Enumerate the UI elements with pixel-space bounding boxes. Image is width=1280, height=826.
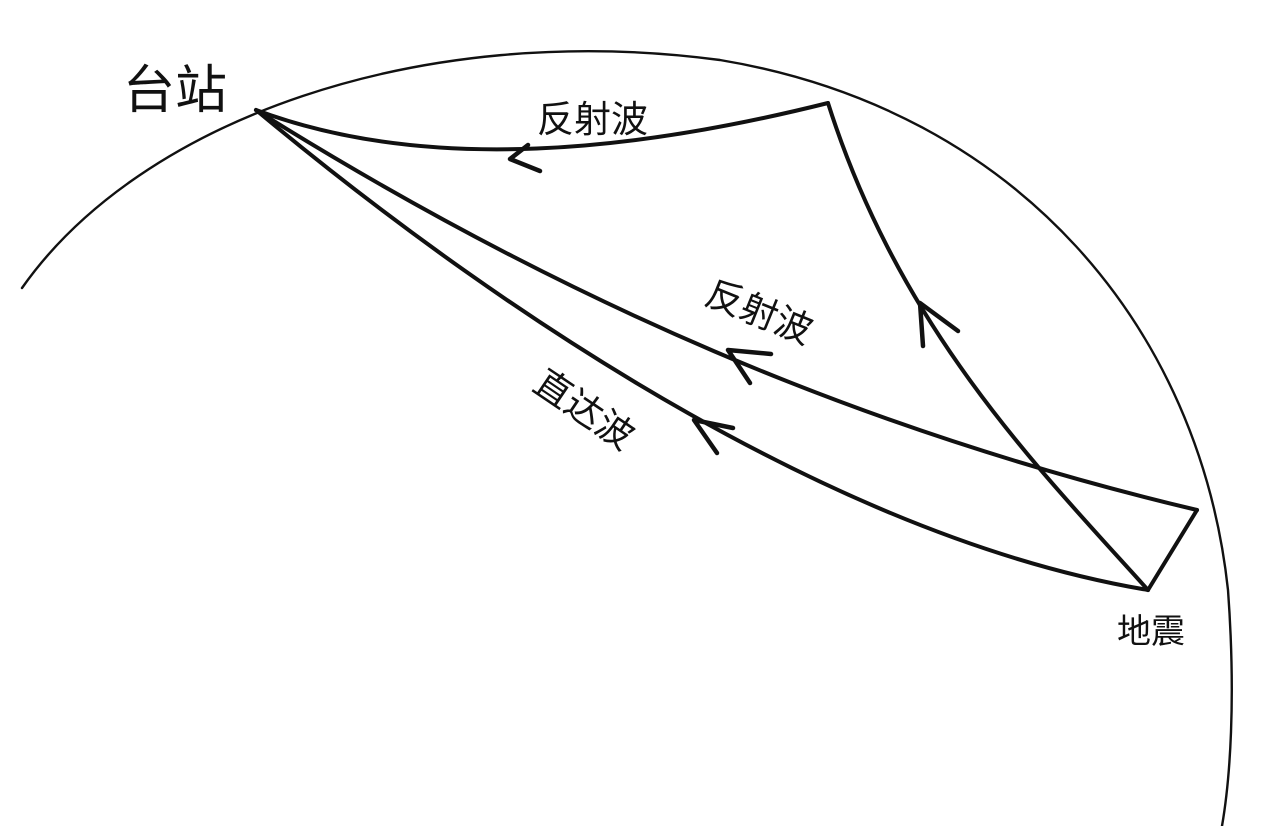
reflected-wave-ray-to-surface [826,101,1150,592]
reflected-wave-label-top: 反射波 [537,98,648,141]
reflected-wave-ray-top [254,101,830,152]
arrowhead-top-reflected [507,142,543,174]
reflected-wave-ray-upgoing [1146,508,1199,592]
reflected-wave-ray-middle [254,108,1199,512]
reflected-wave-label-middle: 反射波 [700,271,819,352]
station-label: 台站 [123,61,227,121]
earth-surface-outline [20,50,1233,826]
arrowhead-middle-reflected [725,347,774,386]
arrowhead-upgoing-reflected [917,300,961,349]
earthquake-label: 地震 [1117,612,1185,652]
arrowhead-direct [691,417,736,456]
direct-wave-ray [254,108,1150,592]
